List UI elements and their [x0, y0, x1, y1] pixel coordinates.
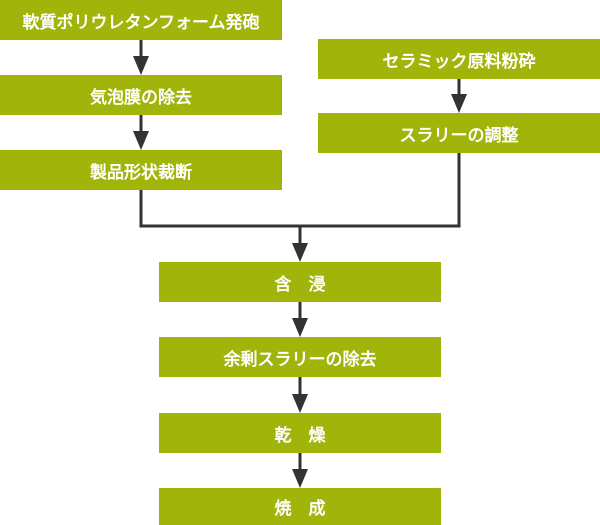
- arrow-head-icon: [292, 394, 308, 413]
- step-film-removal: 気泡膜の除去: [0, 75, 282, 115]
- arrow-head-icon: [292, 243, 308, 262]
- step-foam-molding: 軟質ポリウレタンフォーム発砲: [0, 0, 282, 40]
- step-label: 含 浸: [274, 274, 326, 295]
- step-slurry-adjustment: スラリーの調整: [318, 113, 600, 153]
- arrow-head-icon: [133, 56, 149, 75]
- step-label: 焼 成: [274, 499, 326, 519]
- arrow-head-icon: [451, 94, 467, 113]
- step-ceramic-crushing: セラミック原料粉砕: [318, 39, 600, 79]
- step-label: 乾 燥: [274, 425, 326, 446]
- step-label: 余剰スラリーの除去: [223, 349, 377, 370]
- arrow-head-icon: [133, 131, 149, 150]
- step-firing: 焼 成: [159, 488, 441, 525]
- step-impregnation: 含 浸: [159, 262, 441, 302]
- step-label: 製品形状裁断: [90, 162, 192, 183]
- step-excess-slurry-removal: 余剰スラリーの除去: [159, 337, 441, 377]
- step-label: スラリーの調整: [399, 125, 519, 146]
- step-label: セラミック原料粉砕: [382, 51, 536, 72]
- arrow-head-icon: [292, 318, 308, 337]
- step-label: 気泡膜の除去: [90, 87, 192, 108]
- step-drying: 乾 燥: [159, 413, 441, 453]
- arrow-head-icon: [292, 469, 308, 488]
- step-label: 軟質ポリウレタンフォーム発砲: [22, 12, 260, 33]
- step-shape-cutting: 製品形状裁断: [0, 150, 282, 190]
